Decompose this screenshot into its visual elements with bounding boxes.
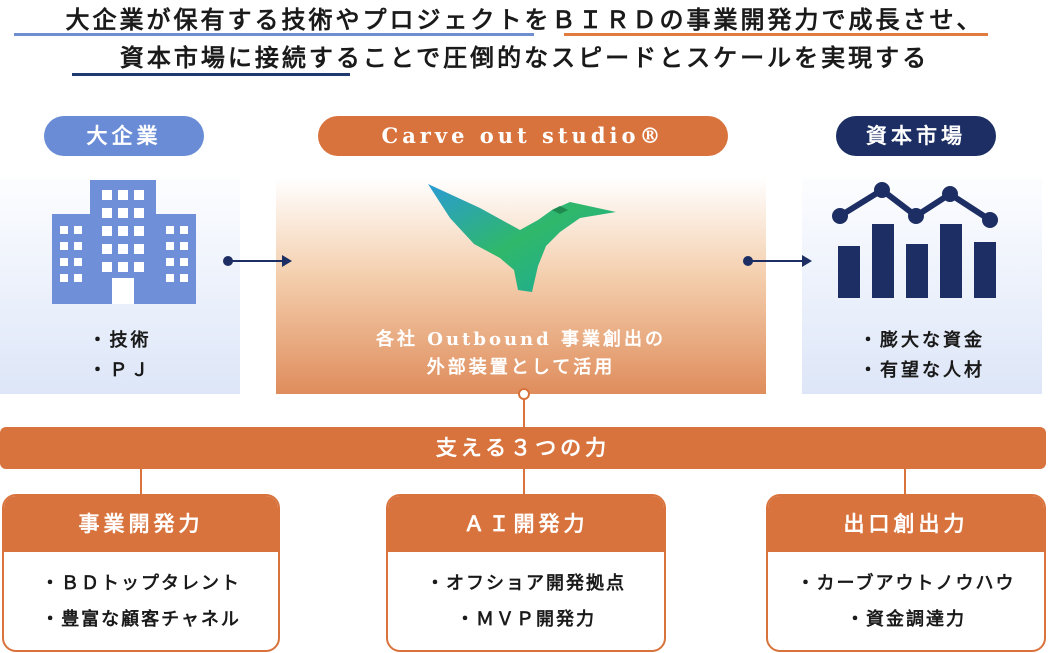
- card-connector-line: [140, 469, 142, 495]
- capital-market-item: ・有望な人材: [859, 360, 985, 381]
- card-connector-line: [904, 469, 906, 495]
- studio-description-line: 各社 Outbound 事業創出の: [376, 329, 666, 350]
- studio-description-line: 外部装置として活用: [426, 357, 616, 378]
- bird-logo: [428, 184, 616, 292]
- capability-card-business-dev: 事業開発力 ・ＢＤトップタレント ・豊富な顧客チャネル: [2, 494, 280, 652]
- card-item: ・ＭＶＰ開発力: [456, 609, 596, 630]
- card-items: ・カーブアウトノウハウ ・資金調達力: [768, 552, 1044, 638]
- headline-underline-navy: [72, 73, 350, 76]
- headline-underline-blue: [14, 33, 534, 36]
- capital-market-label: 資本市場: [836, 116, 996, 156]
- bar-chart-icon: [832, 182, 998, 298]
- capital-market-items: ・膨大な資金 ・有望な人材: [802, 326, 1042, 386]
- card-title: 事業開発力: [4, 496, 278, 552]
- card-item: ・カーブアウトノウハウ: [796, 573, 1016, 594]
- headline-underline-orange: [564, 33, 988, 36]
- arrow-to-market: [743, 255, 812, 267]
- support-bar: 支える３つの力: [0, 427, 1046, 469]
- capability-card-exit: 出口創出力 ・カーブアウトノウハウ ・資金調達力: [766, 494, 1046, 652]
- capital-market-item: ・膨大な資金: [859, 330, 985, 351]
- carve-out-studio-label: Carve out studio®: [318, 116, 728, 156]
- card-connector-line: [523, 469, 525, 495]
- card-item: ・ＢＤトップタレント: [41, 573, 241, 594]
- building-icon: [52, 180, 196, 304]
- card-items: ・ＢＤトップタレント ・豊富な顧客チャネル: [4, 552, 278, 638]
- large-company-label: 大企業: [44, 116, 204, 156]
- card-items: ・オフショア開発拠点 ・ＭＶＰ開発力: [388, 552, 664, 638]
- card-title: 出口創出力: [768, 496, 1044, 552]
- large-company-items: ・技術 ・ＰＪ: [0, 326, 240, 386]
- card-item: ・資金調達力: [846, 609, 966, 630]
- large-company-item: ・ＰＪ: [88, 360, 152, 381]
- arrow-to-studio: [223, 255, 292, 267]
- studio-connector-dot: [518, 388, 530, 400]
- headline-line-2: 資本市場に接続することで圧倒的なスピードとスケールを実現する: [119, 43, 930, 72]
- headline-line-1: 大企業が保有する技術やプロジェクトをＢＩＲＤの事業開発力で成長させ、: [65, 5, 984, 34]
- card-item: ・豊富な顧客チャネル: [41, 609, 241, 630]
- carve-out-studio-description: 各社 Outbound 事業創出の 外部装置として活用: [276, 326, 766, 382]
- large-company-item: ・技術: [88, 330, 152, 351]
- capability-card-ai-dev: ＡＩ開発力 ・オフショア開発拠点 ・ＭＶＰ開発力: [386, 494, 666, 652]
- studio-connector-line: [523, 394, 525, 428]
- card-item: ・オフショア開発拠点: [426, 573, 626, 594]
- card-title: ＡＩ開発力: [388, 496, 664, 552]
